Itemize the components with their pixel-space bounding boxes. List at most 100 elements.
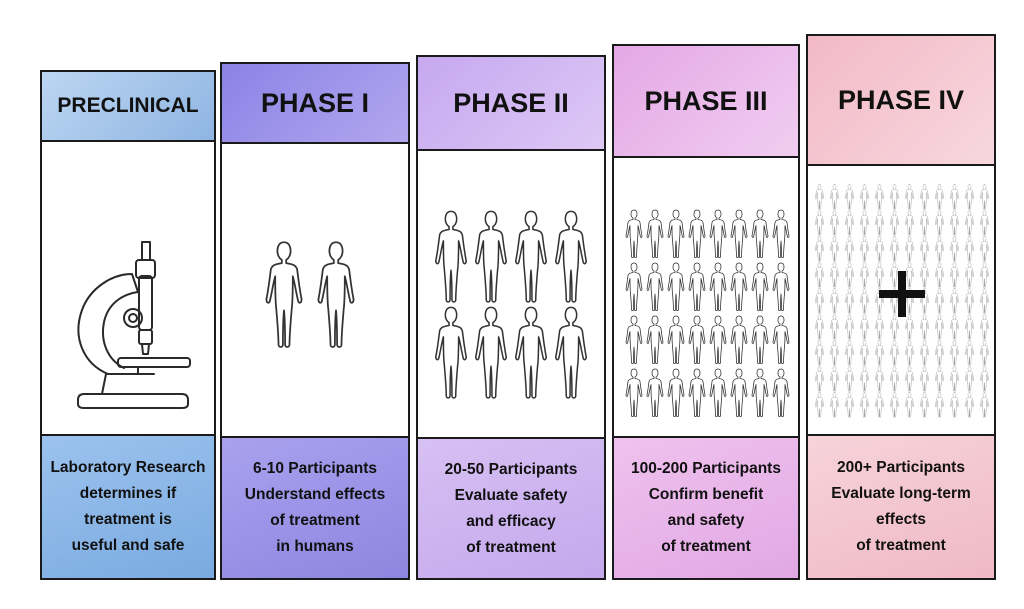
description-line: in humans <box>276 538 354 555</box>
person-icon <box>772 262 790 312</box>
person-icon <box>751 315 769 365</box>
phase-panel-phase1: PHASE I 6-10 Participants Understand eff… <box>220 62 410 580</box>
person-icon <box>965 184 974 210</box>
person-icon <box>950 210 959 236</box>
person-icon <box>905 340 914 366</box>
microscope-illustration <box>42 142 214 436</box>
person-icon <box>830 236 839 262</box>
microscope-icon <box>77 241 191 409</box>
person-icon <box>935 314 944 340</box>
person-icon <box>772 209 790 259</box>
person-icon <box>435 210 467 303</box>
person-icon <box>667 262 685 312</box>
person-icon <box>875 340 884 366</box>
person-icon <box>845 314 854 340</box>
plus-icon <box>879 271 925 317</box>
person-icon <box>646 368 664 418</box>
person-icon <box>875 184 884 210</box>
person-icon <box>688 209 706 259</box>
person-icon <box>815 236 824 262</box>
description-line: 6-10 Participants <box>252 460 378 477</box>
person-icon <box>965 314 974 340</box>
person-icon <box>890 210 899 236</box>
person-icon <box>875 392 884 418</box>
description-line: determines if <box>79 485 177 502</box>
person-icon <box>950 314 959 340</box>
person-icon <box>920 236 929 262</box>
person-icon <box>890 262 899 288</box>
person-icon <box>730 209 748 259</box>
person-icon <box>965 288 974 314</box>
large-crowd-plus-icon <box>815 184 989 418</box>
person-icon <box>860 340 869 366</box>
person-icon <box>730 368 748 418</box>
person-icon <box>980 392 989 418</box>
person-icon <box>688 262 706 312</box>
person-icon <box>845 288 854 314</box>
person-icon <box>860 314 869 340</box>
person-icon <box>875 366 884 392</box>
person-icon <box>965 392 974 418</box>
person-icon <box>890 392 899 418</box>
person-icon <box>980 210 989 236</box>
description-line: of treatment <box>466 538 556 556</box>
person-icon <box>920 210 929 236</box>
people-group-icon <box>435 210 587 399</box>
person-icon <box>667 209 685 259</box>
person-icon <box>905 210 914 236</box>
person-icon <box>860 262 869 288</box>
person-icon <box>860 366 869 392</box>
person-icon <box>920 262 929 288</box>
person-icon <box>980 340 989 366</box>
person-icon <box>815 184 824 210</box>
person-icon <box>845 236 854 262</box>
person-icon <box>625 209 643 259</box>
person-icon <box>950 340 959 366</box>
participants-illustration <box>614 158 798 440</box>
person-icon <box>830 262 839 288</box>
person-icon <box>965 366 974 392</box>
person-icon <box>845 392 854 418</box>
description-line: and efficacy <box>466 512 556 530</box>
person-icon <box>980 262 989 288</box>
person-icon <box>751 262 769 312</box>
person-icon <box>935 210 944 236</box>
person-icon <box>935 184 944 210</box>
person-icon <box>965 210 974 236</box>
description-line: of treatment <box>661 538 751 555</box>
person-icon <box>860 392 869 418</box>
participants-illustration <box>222 144 408 438</box>
person-icon <box>875 314 884 340</box>
person-icon <box>709 209 727 259</box>
phase-header-phase1: PHASE I <box>222 64 408 144</box>
description-line: and safety <box>667 512 745 529</box>
person-icon <box>890 184 899 210</box>
person-icon <box>730 262 748 312</box>
person-icon <box>475 306 507 399</box>
person-icon <box>667 368 685 418</box>
person-icon <box>860 210 869 236</box>
phase-panel-phase2: PHASE II 20-50 Participants Evaluate saf… <box>416 55 606 580</box>
description-line: Understand effects <box>244 486 386 503</box>
person-icon <box>772 368 790 418</box>
phase-title: PRECLINICAL <box>57 94 199 117</box>
person-icon <box>875 210 884 236</box>
phase-title: PHASE IV <box>837 84 965 115</box>
person-icon <box>845 210 854 236</box>
person-icon <box>625 262 643 312</box>
person-icon <box>815 314 824 340</box>
person-icon <box>965 340 974 366</box>
person-icon <box>646 209 664 259</box>
description-line: useful and safe <box>71 537 185 554</box>
person-icon <box>920 314 929 340</box>
phase-description-phase4: 200+ Participants Evaluate long-term eff… <box>808 434 994 578</box>
person-icon <box>730 315 748 365</box>
person-icon <box>950 288 959 314</box>
person-icon <box>515 210 547 303</box>
person-icon <box>830 366 839 392</box>
person-icon <box>935 262 944 288</box>
person-icon <box>709 262 727 312</box>
phase-header-phase4: PHASE IV <box>808 36 994 166</box>
person-icon <box>815 392 824 418</box>
person-icon <box>830 288 839 314</box>
